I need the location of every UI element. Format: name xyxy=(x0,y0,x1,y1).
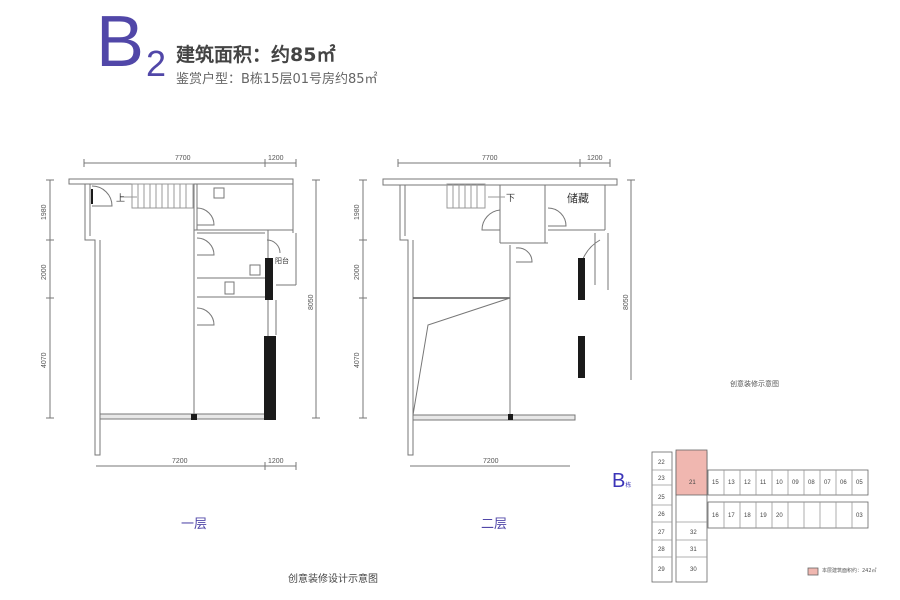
unit-number: 10 xyxy=(776,480,783,486)
dim-bottom-main: 7200 xyxy=(172,458,188,465)
wall-top xyxy=(68,178,294,185)
second-floor-plan xyxy=(359,159,635,467)
door-entrance xyxy=(91,185,113,207)
key-plan-numbers: 22 23 25 26 27 28 29 21 32 31 30 15 13 1… xyxy=(658,460,863,573)
unit-number: 19 xyxy=(760,513,767,519)
door-storage xyxy=(547,207,567,227)
unit-number: 05 xyxy=(856,480,863,486)
legend-text: 本层建筑面积约：242㎡ xyxy=(822,568,877,574)
door-bath xyxy=(515,247,533,263)
dim-left-1: 1980 xyxy=(41,204,48,220)
unit-subtitle: 鉴赏户型：B栋15层01号房约85㎡ xyxy=(176,72,378,87)
stair-up-label: 上 xyxy=(116,193,125,204)
column xyxy=(578,258,585,300)
column xyxy=(191,414,197,420)
unit-number: 17 xyxy=(728,513,735,519)
unit-number: 11 xyxy=(760,480,767,486)
key-plan-caption: 创意装修示意图 xyxy=(730,380,779,388)
footer-caption: 创意装修设计示意图 xyxy=(288,574,378,585)
washbasin-icon xyxy=(213,187,225,199)
building-suffix: 栋 xyxy=(625,483,632,489)
sink-icon xyxy=(249,264,261,276)
door-stair xyxy=(481,209,501,231)
door-bedroom xyxy=(196,307,215,326)
wall-left xyxy=(84,184,101,456)
second-floor-label: 二层 xyxy=(481,517,508,532)
dim-left-2-2: 2000 xyxy=(354,264,361,280)
unit-number: 03 xyxy=(856,513,863,519)
unit-number: 18 xyxy=(744,513,751,519)
dim-bottom-main-2: 7200 xyxy=(483,458,499,465)
unit-number: 22 xyxy=(658,460,665,466)
dim-left-3-2: 4070 xyxy=(354,352,361,368)
first-floor-plan xyxy=(46,159,320,470)
unit-number: 25 xyxy=(658,495,665,501)
dim-left-3: 4070 xyxy=(41,352,48,368)
unit-letter: B xyxy=(96,2,145,82)
void-outline xyxy=(412,297,511,416)
unit-number: 06 xyxy=(840,480,847,486)
highlighted-unit xyxy=(675,449,708,496)
unit-number: 16 xyxy=(712,513,719,519)
unit-number: 09 xyxy=(792,480,799,486)
unit-number: 2 xyxy=(146,43,167,84)
column xyxy=(264,336,276,420)
dim-top-main: 7700 xyxy=(175,155,191,162)
unit-number: 32 xyxy=(690,530,697,536)
stairs xyxy=(120,183,194,209)
unit-number: 08 xyxy=(808,480,815,486)
unit-number: 29 xyxy=(658,567,665,573)
stair-down-label: 下 xyxy=(506,194,515,204)
unit-number: 27 xyxy=(658,530,665,536)
unit-number: 30 xyxy=(690,567,697,573)
area-title: 建筑面积：约85㎡ xyxy=(176,44,336,66)
dim-bottom-side: 1200 xyxy=(268,458,284,465)
key-plan xyxy=(651,449,869,583)
unit-number: 21 xyxy=(689,480,696,486)
dim-right-2: 8050 xyxy=(623,294,630,310)
legend-swatch xyxy=(807,567,819,576)
unit-number: 07 xyxy=(824,480,831,486)
stove-icon xyxy=(224,281,235,295)
unit-number: 15 xyxy=(712,480,719,486)
unit-number: 31 xyxy=(690,547,697,553)
window-bottom xyxy=(412,414,576,421)
building-label: B栋 xyxy=(612,470,631,493)
storage-label: 储藏 xyxy=(567,191,589,205)
door-balcony xyxy=(266,239,281,254)
stairs xyxy=(446,183,505,209)
unit-number: 23 xyxy=(658,476,665,482)
first-floor-label: 一层 xyxy=(181,517,208,532)
dim-right: 8050 xyxy=(308,294,315,310)
window-bottom xyxy=(99,413,276,420)
column xyxy=(508,414,513,420)
unit-number: 20 xyxy=(776,513,783,519)
dim-top-main-2: 7700 xyxy=(482,155,498,162)
column xyxy=(265,258,273,300)
unit-number: 12 xyxy=(744,480,751,486)
door-kitchen xyxy=(196,237,215,256)
door-bath xyxy=(196,207,215,226)
column xyxy=(578,336,585,378)
unit-number: 28 xyxy=(658,547,665,553)
dim-top-side-2: 1200 xyxy=(587,155,603,162)
unit-number: 13 xyxy=(728,480,735,486)
building-letter: B xyxy=(612,470,626,492)
dim-left-1-2: 1980 xyxy=(354,204,361,220)
unit-number: 26 xyxy=(658,512,665,518)
dim-left-2: 2000 xyxy=(41,264,48,280)
dim-top-side: 1200 xyxy=(268,155,284,162)
balcony-label: 阳台 xyxy=(275,256,289,265)
